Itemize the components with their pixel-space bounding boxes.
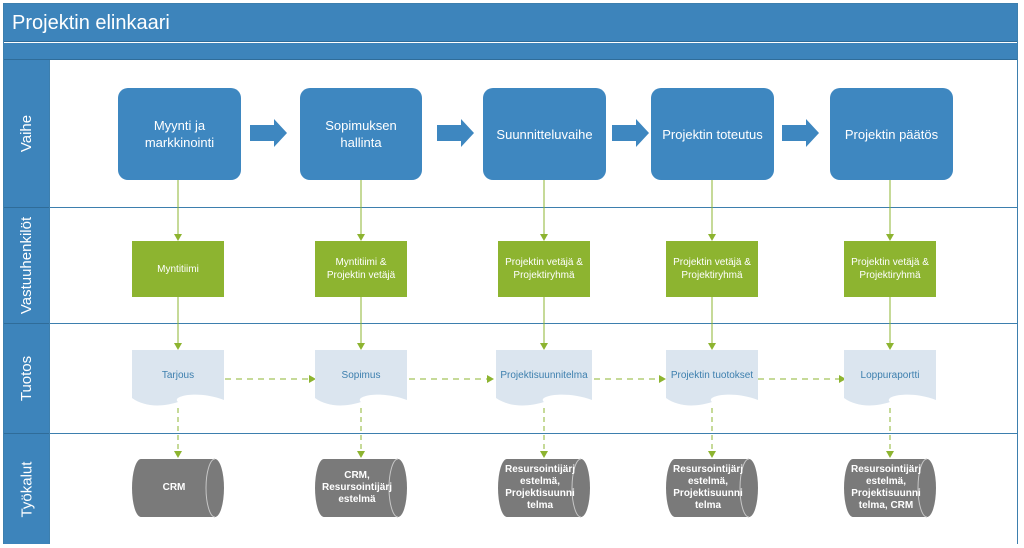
lane-label-tyokalut: Työkalut — [4, 434, 49, 544]
tool-label-3: Resursointijärj estelmä, Projektisuunni … — [672, 464, 744, 511]
output-label-0: Tarjous — [161, 369, 195, 381]
output-label-1: Sopimus — [341, 369, 381, 381]
responsible-box-2 — [498, 241, 590, 297]
tool-label-1: CRM, Resursointijärj estelmä — [321, 470, 393, 505]
tool-label-2: Resursointijärj estelmä, Projektisuunni … — [504, 464, 576, 511]
output-label-2: Projektisuunnitelma — [500, 369, 588, 381]
title-bar: Projektin elinkaari — [4, 4, 1017, 42]
arrowhead-output-1 — [357, 343, 365, 350]
lane-label-tuotos: Tuotos — [4, 324, 49, 434]
arrowhead-output-0 — [174, 343, 182, 350]
arrowhead-resp-1 — [357, 234, 365, 241]
phase-label-3: Projektin toteutus — [662, 126, 763, 142]
phase-box-4 — [830, 88, 953, 180]
output-link-arrow-3 — [839, 375, 846, 383]
arrowhead-resp-4 — [886, 234, 894, 241]
arrowhead-tool-2 — [540, 451, 548, 458]
phase-arrow-1 — [437, 119, 474, 147]
phase-arrow-0 — [250, 119, 287, 147]
header-band — [4, 43, 1017, 60]
responsible-box-3 — [666, 241, 758, 297]
responsible-box-0 — [132, 241, 224, 297]
phase-label-4: Projektin päätös — [844, 126, 939, 142]
tool-label-0: CRM — [162, 482, 186, 493]
phase-box-2 — [483, 88, 606, 180]
tool-cylinder-edge-0 — [205, 458, 216, 518]
tool-cylinder-0 — [132, 459, 224, 517]
phase-arrow-2 — [612, 119, 649, 147]
phase-label-0: Myynti ja markkinointi — [144, 118, 215, 150]
responsible-box-1 — [315, 241, 407, 297]
lane-label-vaihe: Vaihe — [4, 60, 49, 208]
responsible-label-3: Projektin vetäjä & Projektiryhmä — [673, 257, 751, 281]
responsible-label-1: Myntitiimi & Projektin vetäjä — [326, 257, 396, 281]
lane-divider — [49, 60, 50, 544]
arrowhead-resp-2 — [540, 234, 548, 241]
responsible-label-2: Projektin vetäjä & Projektiryhmä — [505, 257, 583, 281]
lane-label-vastuuhenkilot: Vastuuhenkilöt — [4, 208, 49, 324]
arrowhead-resp-0 — [174, 234, 182, 241]
output-link-arrow-0 — [309, 375, 316, 383]
tool-label-4: Resursointijärj estelmä, Projektisuunni … — [850, 464, 922, 511]
output-doc-4 — [844, 350, 936, 406]
arrowhead-output-4 — [886, 343, 894, 350]
output-label-3: Projektin tuotokset — [670, 369, 754, 381]
arrowhead-resp-3 — [708, 234, 716, 241]
tool-cylinder-3 — [666, 459, 758, 517]
tool-cylinder-edge-4 — [917, 458, 928, 518]
output-label-4: Loppuraportti — [860, 369, 920, 381]
tool-cylinder-edge-1 — [388, 458, 399, 518]
tool-cylinder-edge-3 — [739, 458, 750, 518]
tool-cylinder-edge-2 — [571, 458, 582, 518]
diagram-title: Projektin elinkaari — [12, 12, 170, 34]
arrowhead-output-2 — [540, 343, 548, 350]
arrowhead-output-3 — [708, 343, 716, 350]
arrowhead-tool-3 — [708, 451, 716, 458]
output-doc-1 — [315, 350, 407, 406]
output-doc-0 — [132, 350, 224, 406]
output-link-arrow-2 — [659, 375, 666, 383]
output-link-arrow-1 — [487, 375, 494, 383]
tool-cylinder-2 — [498, 459, 590, 517]
arrowhead-tool-0 — [174, 451, 182, 458]
arrowhead-tool-1 — [357, 451, 365, 458]
phase-box-0 — [118, 88, 241, 180]
responsible-label-4: Projektin vetäjä & Projektiryhmä — [851, 257, 929, 281]
phase-box-3 — [651, 88, 774, 180]
responsible-box-4 — [844, 241, 936, 297]
phase-label-1: Sopimuksen hallinta — [325, 118, 397, 150]
phase-label-2: Suunnitteluvaihe — [496, 126, 593, 142]
phase-box-1 — [300, 88, 422, 180]
phase-arrow-3 — [782, 119, 819, 147]
tool-cylinder-4 — [844, 459, 936, 517]
output-doc-3 — [666, 350, 758, 406]
output-doc-2 — [496, 350, 592, 406]
arrowhead-tool-4 — [886, 451, 894, 458]
tool-cylinder-1 — [315, 459, 407, 517]
responsible-label-0: Myntitiimi — [157, 263, 199, 275]
